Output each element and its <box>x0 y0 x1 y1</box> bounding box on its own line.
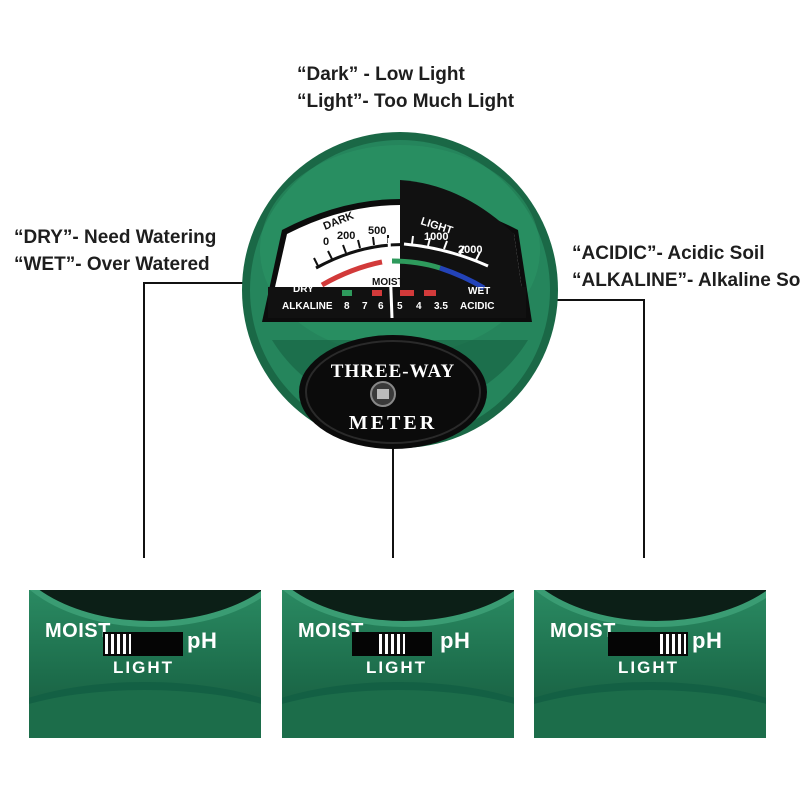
switch-light-label: LIGHT <box>618 658 679 677</box>
dial-moist-label: MOIST <box>372 277 404 288</box>
light-tick-0: 0 <box>323 236 329 248</box>
leader-lines <box>143 282 645 558</box>
dial-needle <box>387 237 394 319</box>
annotation-moisture-wet: “WET”- Over Watered <box>14 254 210 275</box>
badge-switch-icon <box>377 389 389 399</box>
switch-ph-label: pH <box>187 628 218 653</box>
ph-tick-8: 8 <box>344 301 350 312</box>
switch-light-label: LIGHT <box>366 658 427 677</box>
dial-acidic-label: ACIDIC <box>460 301 494 312</box>
ph-tick-7: 7 <box>362 301 368 312</box>
annotation-light-light: “Light”- Too Much Light <box>297 91 515 112</box>
meter-dial <box>262 180 532 322</box>
dial-labels: DARK LIGHT 0 200 500 1000 2000 MOIST DRY… <box>282 210 494 312</box>
leader-line-ph <box>515 299 645 558</box>
switch-panel-moist: MOIST pH LIGHT <box>29 590 261 738</box>
annotation-light-dark: “Dark” - Low Light <box>297 64 465 85</box>
switch-moist-label: MOIST <box>550 620 616 642</box>
switch-panel-light: MOIST pH LIGHT <box>282 590 514 738</box>
leader-line-moisture <box>143 282 262 558</box>
light-tick-2000: 2000 <box>458 244 482 256</box>
mode-switch[interactable] <box>103 632 183 656</box>
mode-switch[interactable] <box>608 632 688 656</box>
switch-light-label: LIGHT <box>113 658 174 677</box>
switch-slider[interactable] <box>379 634 405 654</box>
switch-ph-label: pH <box>692 628 723 653</box>
switch-slider[interactable] <box>105 634 131 654</box>
switch-moist-label: MOIST <box>298 620 364 642</box>
badge-line1: THREE-WAY <box>331 361 455 382</box>
ph-color-marks <box>342 290 436 296</box>
switch-slider[interactable] <box>660 634 686 654</box>
dial-wet-label: WET <box>468 286 490 297</box>
switch-ph-label: pH <box>440 628 471 653</box>
dial-alkaline-label: ALKALINE <box>282 301 333 312</box>
mode-switch[interactable] <box>352 632 432 656</box>
annotation-moisture-dry: “DRY”- Need Watering <box>14 227 217 248</box>
light-tick-200: 200 <box>337 230 355 242</box>
annotation-ph-acidic: “ACIDIC”- Acidic Soil <box>572 243 765 264</box>
annotation-light: “Dark” - Low Light “Light”- Too Much Lig… <box>297 61 514 115</box>
ph-tick-6: 6 <box>378 301 384 312</box>
light-tick-1000: 1000 <box>424 231 448 243</box>
annotation-moisture: “DRY”- Need Watering “WET”- Over Watered <box>14 224 216 278</box>
switch-moist-label: MOIST <box>45 620 111 642</box>
ph-tick-5: 5 <box>397 301 403 312</box>
annotation-ph: “ACIDIC”- Acidic Soil “ALKALINE”- Alkali… <box>572 240 800 294</box>
switch-panel-ph: MOIST pH LIGHT <box>534 590 766 738</box>
ph-tick-4: 4 <box>416 301 422 312</box>
ph-tick-3-5: 3.5 <box>434 301 448 312</box>
badge-line2: METER <box>349 412 437 434</box>
annotation-ph-alkaline: “ALKALINE”- Alkaline Soil <box>572 270 800 291</box>
dial-dry-label: DRY <box>293 284 314 295</box>
meter-badge: THREE-WAY METER <box>299 335 487 449</box>
light-tick-500: 500 <box>368 225 386 237</box>
